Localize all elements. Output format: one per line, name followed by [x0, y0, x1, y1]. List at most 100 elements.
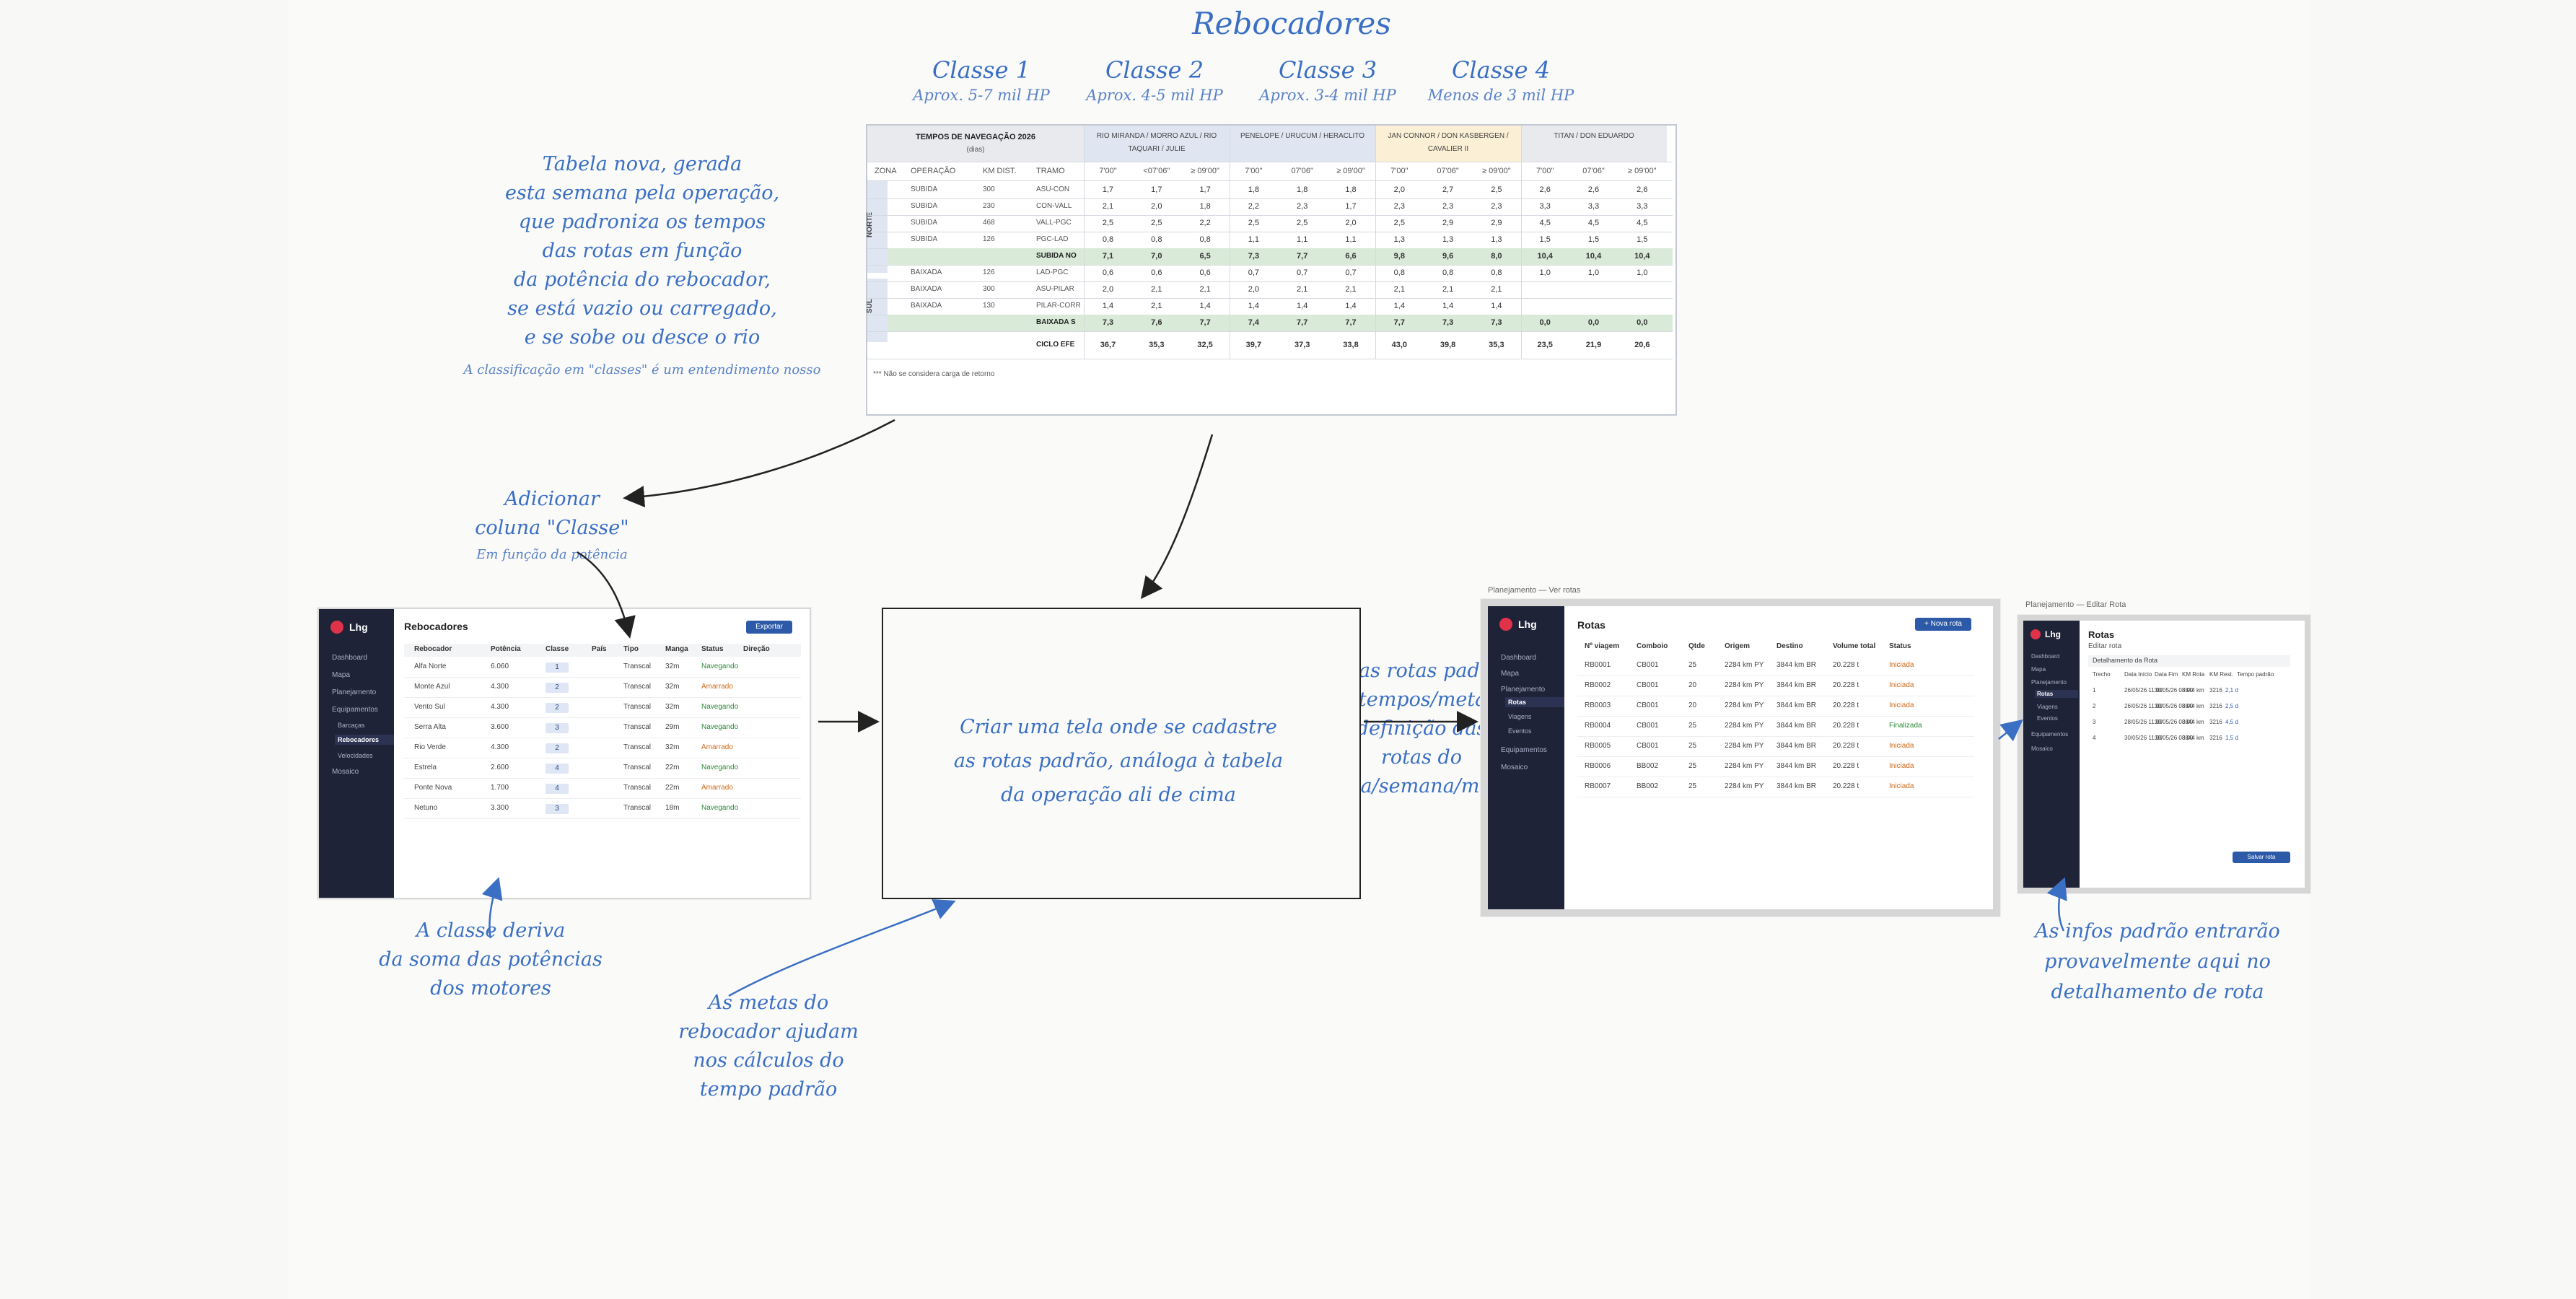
sidebar-item[interactable]: Equipamentos: [2031, 731, 2069, 738]
new-route-button[interactable]: + Nova rota: [1915, 618, 1971, 631]
table-value: 0,8: [1151, 235, 1162, 244]
table-value: 0,0: [1637, 318, 1648, 327]
annotation-line: da operação ali de cima: [1001, 784, 1236, 806]
sidebar-item[interactable]: Eventos: [1508, 727, 1532, 735]
sidebar-item[interactable]: Mosaico: [332, 768, 359, 776]
table-header: Rebocador: [414, 645, 452, 653]
sidebar-item[interactable]: Planejamento: [1501, 686, 1546, 694]
export-button[interactable]: Exportar: [746, 621, 792, 634]
route-detail-cell: 3844 km: [2182, 735, 2204, 741]
status-text: Navegando: [701, 764, 739, 771]
table-value: 2,0: [1345, 219, 1357, 227]
sidebar-item[interactable]: Dashboard: [2031, 653, 2060, 660]
route-detail-cell: 1: [2093, 687, 2096, 694]
class-heading: Classe 4: [1451, 56, 1551, 84]
logo-icon: [1499, 618, 1512, 631]
route-cell: CB001: [1637, 701, 1659, 709]
route-cell: 20.228 t: [1833, 701, 1859, 709]
sidebar-item[interactable]: Viagens: [1508, 713, 1532, 720]
column-header: KM DIST.: [983, 167, 1017, 175]
sidebar-item[interactable]: Mapa: [332, 671, 351, 679]
table-header-bar: [404, 644, 801, 657]
row-tramo: CON-VALL: [1036, 202, 1072, 210]
row-km: 468: [983, 219, 995, 227]
column-subheader: 7'00": [1536, 167, 1554, 175]
tug-beam: 32m: [665, 662, 680, 670]
route-cell: 3844 km BR: [1777, 762, 1817, 770]
sidebar-item[interactable]: Dashboard: [1501, 654, 1536, 662]
route-detail-cell: 2,5 d: [2225, 703, 2238, 709]
table-value: 0,0: [1587, 318, 1600, 327]
route-detail-cell: 3844 km: [2182, 703, 2204, 709]
page-subtitle: Editar rota: [2088, 642, 2122, 650]
table-value: 6,5: [1199, 252, 1211, 261]
column-subheader: 07'06": [1582, 167, 1605, 175]
route-detail-cell: 26/05/26 11:00: [2124, 687, 2163, 694]
status-text: Amarrado: [701, 743, 733, 751]
tug-type: Transcal: [623, 743, 651, 751]
table-value: 1,5: [1587, 235, 1600, 244]
table-value: 8,0: [1491, 252, 1502, 261]
annotation-line: detalhamento de rota: [2051, 981, 2264, 1003]
table-value: 1,8: [1345, 185, 1357, 194]
table-value: 0,7: [1248, 268, 1260, 277]
tug-power: 2.600: [491, 764, 509, 771]
annotation-line: Tabela nova, gerada: [542, 153, 742, 175]
route-cell: RB0002: [1585, 681, 1611, 689]
sidebar-item[interactable]: Viagens: [2037, 704, 2058, 710]
arrow-deriva-to-app1: [481, 877, 503, 939]
table-value: 2,1: [1491, 285, 1502, 294]
table-footnote: *** Não se considera carga de retorno: [873, 370, 995, 378]
sidebar-item[interactable]: Rotas: [1505, 697, 1564, 707]
sidebar-item[interactable]: Mosaico: [1501, 764, 1528, 771]
route-cell: 20: [1688, 701, 1697, 709]
sidebar-item[interactable]: Mapa: [2031, 666, 2046, 673]
table-value: 2,5: [1248, 219, 1260, 227]
status-text: Amarrado: [701, 683, 733, 691]
route-cell: 20.228 t: [1833, 661, 1859, 669]
sidebar-item[interactable]: Rebocadores: [335, 735, 394, 745]
sidebar-item[interactable]: Equipamentos: [332, 706, 378, 714]
class-subheading: Aprox. 5-7 mil HP: [913, 87, 1050, 104]
logo-icon: [2030, 629, 2041, 639]
sidebar-item[interactable]: Planejamento: [2031, 679, 2067, 686]
editar-rota-caption: Planejamento — Editar Rota: [2025, 600, 2126, 609]
sidebar-item[interactable]: Eventos: [2037, 715, 2058, 722]
tug-type: Transcal: [623, 784, 651, 792]
table-value: 1,5: [1539, 235, 1551, 244]
sidebar-item[interactable]: Velocidades: [338, 752, 373, 759]
route-cell: CB001: [1637, 722, 1659, 730]
sidebar-item[interactable]: Planejamento: [332, 688, 377, 696]
sidebar-item[interactable]: Dashboard: [332, 654, 367, 662]
group-divider: [1521, 126, 1522, 359]
page-title: Rotas: [1577, 619, 1605, 631]
tug-beam: 22m: [665, 784, 680, 792]
row-operation: SUBIDA: [911, 219, 938, 227]
group-header-cell: [1084, 126, 1230, 162]
table-value: 3,3: [1539, 202, 1551, 211]
table-value: 7,1: [1102, 252, 1114, 261]
sidebar-item[interactable]: Equipamentos: [1501, 746, 1547, 754]
table-value: 3,3: [1637, 202, 1648, 211]
sidebar-item[interactable]: Barcaças: [338, 722, 365, 729]
annotation-line: provavelmente aqui no: [2044, 950, 2271, 973]
annotation-line: da potência do rebocador,: [514, 268, 771, 291]
route-cell: 20.228 t: [1833, 762, 1859, 770]
save-route-button[interactable]: Salvar rota: [2233, 852, 2290, 863]
sidebar-item[interactable]: Mosaico: [2031, 745, 2053, 752]
route-cell: 20.228 t: [1833, 722, 1859, 730]
sidebar-item[interactable]: Mapa: [1501, 670, 1520, 678]
row-tramo: LAD-PGC: [1036, 268, 1069, 276]
row-divider: [404, 677, 801, 678]
route-cell: CB001: [1637, 681, 1659, 689]
table-value: 2,1: [1393, 285, 1405, 294]
column-subheader: 7'00": [1245, 167, 1263, 175]
sidebar-item[interactable]: Rotas: [2035, 690, 2078, 698]
table-value: 2,1: [1102, 202, 1114, 211]
table-header: KM Rest.: [2209, 671, 2233, 678]
route-cell: 2284 km PY: [1725, 661, 1764, 669]
